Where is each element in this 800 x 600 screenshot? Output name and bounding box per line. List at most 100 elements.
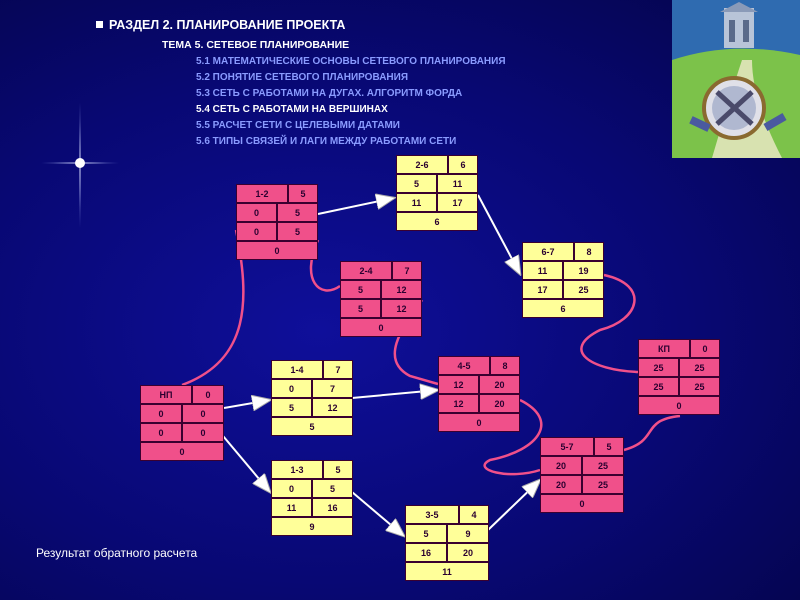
- node-reserve: 9: [271, 517, 353, 536]
- node-name: 2-4: [340, 261, 392, 280]
- node-early-finish: 25: [679, 358, 720, 377]
- curve-6-7-to-kp: [580, 273, 639, 374]
- node-duration: 4: [459, 505, 489, 524]
- node-reserve: 6: [522, 299, 604, 318]
- node-name: 4-5: [438, 356, 490, 375]
- menu-item-5-5[interactable]: 5.5 РАСЧЕТ СЕТИ С ЦЕЛЕВЫМИ ДАТАМИ: [196, 120, 400, 131]
- menu-item-5-2[interactable]: 5.2 ПОНЯТИЕ СЕТЕВОГО ПЛАНИРОВАНИЯ: [196, 72, 409, 83]
- node-early-start: 5: [405, 524, 447, 543]
- node-late-start: 12: [438, 394, 479, 413]
- menu-item-5-1[interactable]: 5.1 МАТЕМАТИЧЕСКИЕ ОСНОВЫ СЕТЕВОГО ПЛАНИ…: [196, 56, 506, 67]
- node-late-finish: 0: [182, 423, 224, 442]
- caption-text: Результат обратного расчета: [36, 546, 198, 560]
- node-late-start: 20: [540, 475, 582, 494]
- node-duration: 0: [690, 339, 720, 358]
- node-reserve: 0: [638, 396, 720, 415]
- section-title: РАЗДЕЛ 2. ПЛАНИРОВАНИЕ ПРОЕКТА: [96, 18, 345, 32]
- node-late-start: 0: [236, 222, 277, 241]
- arrow-np-to-1-3: [217, 429, 270, 492]
- section-title-text: РАЗДЕЛ 2. ПЛАНИРОВАНИЕ ПРОЕКТА: [109, 18, 346, 32]
- star-flare-decoration: [40, 100, 120, 230]
- node-name: КП: [638, 339, 690, 358]
- node-early-start: 25: [638, 358, 679, 377]
- node-late-finish: 16: [312, 498, 353, 517]
- node-late-start: 0: [140, 423, 182, 442]
- node-early-finish: 0: [182, 404, 224, 423]
- node-late-start: 16: [405, 543, 447, 562]
- node-late-start: 5: [340, 299, 381, 318]
- node-early-start: 20: [540, 456, 582, 475]
- node-reserve: 6: [396, 212, 478, 231]
- node-late-finish: 25: [563, 280, 604, 299]
- node-duration: 5: [594, 437, 624, 456]
- node-name: НП: [140, 385, 192, 404]
- node-early-finish: 20: [479, 375, 520, 394]
- node-late-finish: 20: [479, 394, 520, 413]
- node-name: 3-5: [405, 505, 459, 524]
- node-early-finish: 19: [563, 261, 604, 280]
- node-late-start: 25: [638, 377, 679, 396]
- arrow-np-to-1-4: [223, 400, 270, 408]
- node-early-start: 0: [140, 404, 182, 423]
- node-early-start: 0: [236, 203, 277, 222]
- node-duration: 5: [288, 184, 318, 203]
- topic-title: ТЕМА 5. СЕТЕВОЕ ПЛАНИРОВАНИЕ: [162, 39, 350, 51]
- node-early-finish: 5: [277, 203, 318, 222]
- node-duration: 6: [448, 155, 478, 174]
- node-name: 2-6: [396, 155, 448, 174]
- menu-item-5-6[interactable]: 5.6 ТИПЫ СВЯЗЕЙ И ЛАГИ МЕЖДУ РАБОТАМИ СЕ…: [196, 136, 457, 147]
- node-duration: 5: [323, 460, 353, 479]
- arrow-2-6-to-6-7: [477, 194, 520, 274]
- node-early-start: 0: [271, 379, 312, 398]
- node-late-start: 5: [271, 398, 312, 417]
- node-reserve: 5: [271, 417, 353, 436]
- node-reserve: 0: [340, 318, 422, 337]
- node-early-finish: 9: [447, 524, 489, 543]
- node-early-finish: 5: [312, 479, 353, 498]
- menu-item-5-4[interactable]: 5.4 СЕТЬ С РАБОТАМИ НА ВЕРШИНАХ: [196, 104, 388, 115]
- menu-item-5-3[interactable]: 5.3 СЕТЬ С РАБОТАМИ НА ДУГАХ. АЛГОРИТМ Ф…: [196, 88, 463, 99]
- node-early-start: 5: [396, 174, 437, 193]
- node-name: 5-7: [540, 437, 594, 456]
- node-name: 6-7: [522, 242, 574, 261]
- arrow-1-4-to-4-5: [351, 390, 438, 398]
- node-duration: 8: [490, 356, 520, 375]
- node-late-finish: 5: [277, 222, 318, 241]
- node-late-finish: 17: [437, 193, 478, 212]
- node-duration: 7: [323, 360, 353, 379]
- arrow-3-5-to-5-7: [487, 480, 540, 531]
- node-reserve: 0: [438, 413, 520, 432]
- node-name: 1-4: [271, 360, 323, 379]
- node-reserve: 0: [236, 241, 318, 260]
- node-late-start: 11: [396, 193, 437, 212]
- node-name: 1-3: [271, 460, 323, 479]
- node-late-start: 11: [271, 498, 312, 517]
- bullet-icon: [96, 21, 103, 28]
- node-early-finish: 25: [582, 456, 624, 475]
- node-reserve: 0: [140, 442, 224, 461]
- node-duration: 8: [574, 242, 604, 261]
- node-early-start: 5: [340, 280, 381, 299]
- node-late-finish: 20: [447, 543, 489, 562]
- node-name: 1-2: [236, 184, 288, 203]
- node-early-finish: 7: [312, 379, 353, 398]
- node-reserve: 0: [540, 494, 624, 513]
- arrow-1-2-to-2-6: [317, 198, 394, 215]
- node-late-finish: 25: [679, 377, 720, 396]
- curve-np-to-1-2: [181, 229, 245, 387]
- curve-4-5-to-5-7: [483, 398, 543, 476]
- node-duration: 7: [392, 261, 422, 280]
- node-early-finish: 11: [437, 174, 478, 193]
- node-duration: 0: [192, 385, 224, 404]
